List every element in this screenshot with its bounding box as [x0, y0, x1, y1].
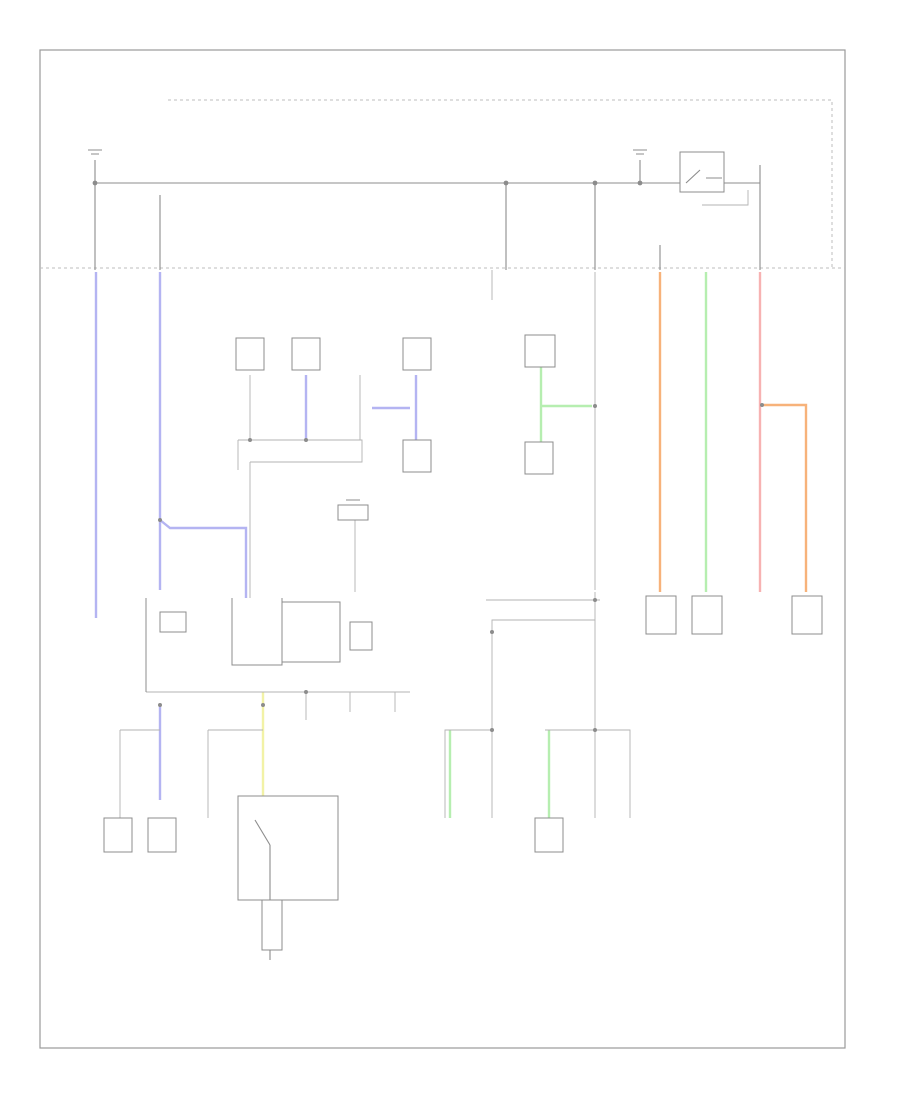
ground-symbol	[633, 149, 647, 155]
component-box	[235, 337, 265, 371]
wire-grey	[444, 729, 492, 818]
component-box	[291, 337, 321, 371]
under-hood-box-border	[168, 99, 833, 268]
battery-symbol	[88, 149, 102, 155]
junction-node	[158, 703, 162, 707]
switch-blade	[254, 819, 271, 846]
junction-node	[593, 598, 597, 602]
switch-contact-box	[159, 611, 187, 633]
junction-node	[304, 690, 308, 694]
wire-grey	[238, 439, 363, 463]
component-box	[691, 595, 723, 635]
component-box	[791, 595, 823, 635]
relay-contact	[685, 169, 722, 184]
connector-box	[349, 621, 373, 651]
relay-coil-line	[702, 190, 749, 206]
component-box	[103, 817, 133, 853]
junction-node	[304, 438, 308, 442]
relay-box	[679, 151, 725, 193]
junction-node	[158, 518, 162, 522]
junction-node	[490, 728, 494, 732]
ground-symbol	[337, 504, 369, 521]
junction-node	[593, 404, 597, 408]
relay-box	[281, 601, 341, 663]
component-box	[524, 334, 556, 368]
component-box	[402, 439, 432, 473]
component-box	[402, 337, 432, 371]
wire-blue-bend	[159, 519, 248, 598]
component-box	[645, 595, 677, 635]
junction-node	[593, 728, 597, 732]
switch-housing	[231, 598, 283, 666]
junction-node	[760, 403, 764, 407]
component-box	[534, 817, 564, 853]
diagram-frame	[39, 49, 846, 1049]
switch-housing	[237, 795, 339, 901]
wire-orange-right	[762, 403, 808, 592]
component-box	[147, 817, 177, 853]
switch-contact-box	[261, 899, 283, 951]
component-box	[524, 441, 554, 475]
wire-grey	[491, 592, 596, 730]
junction-node	[261, 703, 265, 707]
wire-grey	[545, 729, 631, 818]
junction-node	[248, 438, 252, 442]
junction-node	[490, 630, 494, 634]
